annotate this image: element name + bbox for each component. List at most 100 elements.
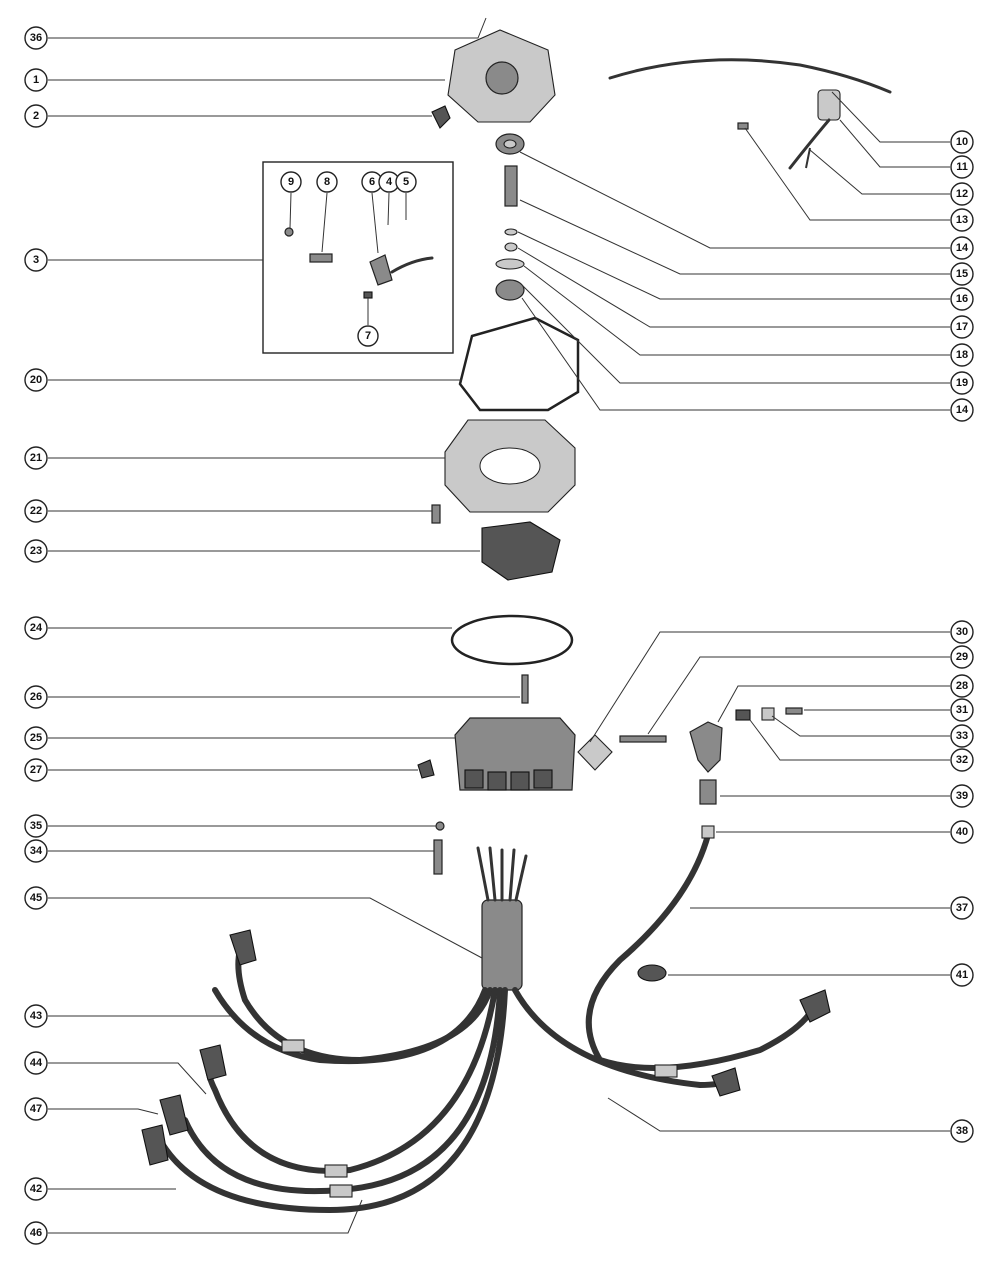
plug-wire-42 bbox=[157, 987, 508, 1214]
callout-20: 20 bbox=[24, 368, 48, 392]
callout-9: 9 bbox=[280, 171, 302, 193]
svg-text:30: 30 bbox=[956, 626, 968, 638]
leader-38 bbox=[607, 1097, 950, 1132]
callout-44: 44 bbox=[24, 1051, 48, 1075]
parts bbox=[141, 29, 892, 1214]
svg-text:44: 44 bbox=[30, 1057, 43, 1069]
wire-sleeve-46a bbox=[324, 1164, 348, 1178]
svg-text:28: 28 bbox=[956, 680, 968, 692]
leader-29 bbox=[647, 656, 950, 735]
part-8 bbox=[309, 253, 333, 263]
leader-28 bbox=[717, 685, 950, 723]
screw-13 bbox=[737, 122, 749, 130]
leader-14a bbox=[519, 151, 950, 249]
leader-15 bbox=[519, 199, 950, 275]
plug-boot-38 bbox=[711, 1067, 741, 1097]
breaker-arm bbox=[369, 254, 393, 286]
coil-wire-boot bbox=[799, 989, 831, 1023]
svg-text:46: 46 bbox=[30, 1227, 42, 1239]
washer-35 bbox=[435, 821, 445, 831]
svg-text:43: 43 bbox=[30, 1010, 42, 1022]
wire-sleeve-43 bbox=[281, 1039, 305, 1053]
harness-leads-top bbox=[476, 846, 528, 902]
svg-text:42: 42 bbox=[30, 1183, 42, 1195]
svg-text:29: 29 bbox=[956, 651, 968, 663]
housing-plate-hole bbox=[479, 447, 541, 485]
callout-18: 18 bbox=[950, 343, 974, 367]
bolt-29 bbox=[619, 735, 667, 743]
svg-text:6: 6 bbox=[369, 176, 375, 188]
callout-19: 19 bbox=[950, 371, 974, 395]
condenser-11 bbox=[817, 89, 841, 121]
gasket-20 bbox=[458, 316, 580, 412]
svg-text:35: 35 bbox=[30, 820, 42, 832]
callout-42: 42 bbox=[24, 1177, 48, 1201]
points-kit-inset-box bbox=[262, 161, 454, 354]
callout-29: 29 bbox=[950, 645, 974, 669]
leader-45 bbox=[48, 897, 483, 959]
leader-13 bbox=[744, 127, 950, 221]
leader-4 bbox=[387, 192, 390, 226]
svg-text:36: 36 bbox=[30, 32, 42, 44]
svg-text:26: 26 bbox=[30, 691, 42, 703]
clip-2 bbox=[431, 105, 451, 129]
svg-text:14: 14 bbox=[956, 404, 969, 416]
leader-6 bbox=[371, 192, 379, 254]
leader-19 bbox=[521, 284, 950, 384]
leader-43 bbox=[48, 1015, 263, 1041]
screw-9 bbox=[284, 227, 294, 237]
callout-14a: 14 bbox=[950, 236, 974, 260]
svg-text:45: 45 bbox=[30, 892, 42, 904]
svg-text:7: 7 bbox=[365, 330, 371, 342]
rotor-23 bbox=[481, 521, 561, 581]
washer-17 bbox=[504, 242, 518, 252]
harness-loom-45 bbox=[481, 899, 523, 991]
callout-8: 8 bbox=[316, 171, 338, 193]
terminal-32 bbox=[735, 709, 751, 721]
plug-wire-47 bbox=[182, 987, 503, 1195]
leader-10 bbox=[831, 91, 950, 143]
svg-text:17: 17 bbox=[956, 321, 968, 333]
leader-44 bbox=[48, 1062, 207, 1095]
svg-text:21: 21 bbox=[30, 452, 42, 464]
gasket-plate-30 bbox=[577, 734, 613, 771]
svg-text:23: 23 bbox=[30, 545, 42, 557]
leader-36 bbox=[48, 17, 487, 39]
svg-text:15: 15 bbox=[956, 268, 968, 280]
pin-12 bbox=[805, 147, 811, 169]
leader-12 bbox=[809, 149, 950, 195]
callout-11: 11 bbox=[950, 155, 974, 179]
screw-31 bbox=[785, 707, 803, 715]
callout-5: 5 bbox=[395, 171, 417, 193]
wire-sleeve-37 bbox=[654, 1064, 678, 1078]
boot-39 bbox=[699, 779, 717, 805]
callout-24: 24 bbox=[24, 616, 48, 640]
callout-28: 28 bbox=[950, 674, 974, 698]
screw-22 bbox=[431, 504, 441, 524]
plug-boot-42 bbox=[141, 1124, 169, 1166]
leader-46 bbox=[48, 1199, 363, 1234]
callout-6: 6 bbox=[361, 171, 383, 193]
svg-text:25: 25 bbox=[30, 732, 42, 744]
plug-wire-38 bbox=[512, 987, 733, 1089]
grommet-41 bbox=[637, 964, 667, 982]
callout-bubbles: 36 1 2 3 9 8 6 4 5 7 10 11 12 13 14 15 1… bbox=[24, 26, 974, 1245]
svg-text:10: 10 bbox=[956, 136, 968, 148]
bolt-34 bbox=[433, 839, 443, 875]
plug-boot-43 bbox=[229, 929, 257, 966]
svg-text:22: 22 bbox=[30, 505, 42, 517]
bracket-28 bbox=[689, 721, 723, 773]
svg-text:8: 8 bbox=[324, 176, 330, 188]
callout-41: 41 bbox=[950, 963, 974, 987]
callout-14b: 14 bbox=[950, 398, 974, 422]
callout-1: 1 bbox=[24, 68, 48, 92]
leader-11 bbox=[839, 119, 950, 168]
condenser-lead bbox=[788, 118, 831, 170]
callout-43: 43 bbox=[24, 1004, 48, 1028]
wire-10 bbox=[608, 58, 892, 94]
svg-text:13: 13 bbox=[956, 214, 968, 226]
nut-33 bbox=[761, 707, 775, 721]
callout-38: 38 bbox=[950, 1119, 974, 1143]
plug-wire-44 bbox=[205, 987, 498, 1174]
svg-text:9: 9 bbox=[288, 176, 294, 188]
